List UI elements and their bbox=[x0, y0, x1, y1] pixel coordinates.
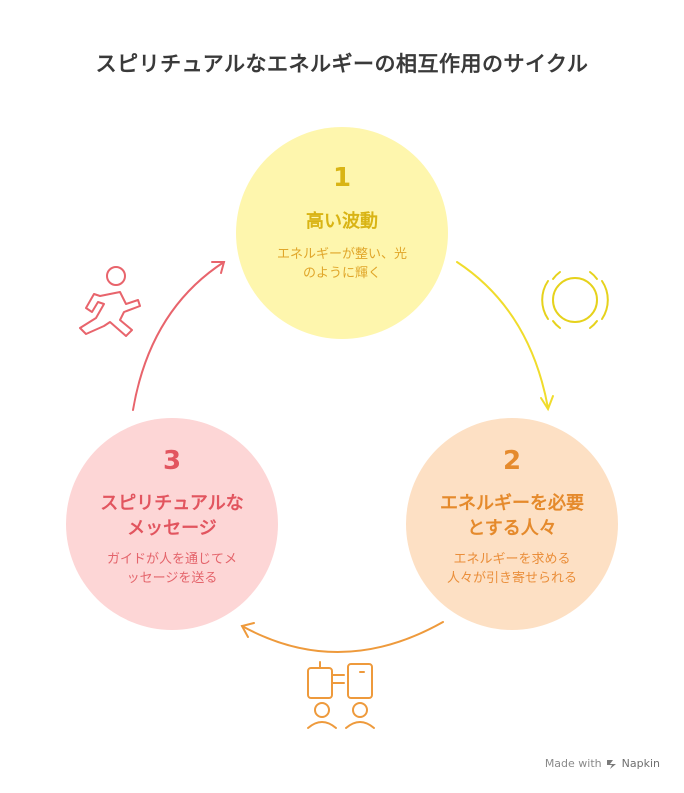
step-1-heading: 高い波動 bbox=[306, 211, 378, 232]
step-2-description-line1: エネルギーを求める bbox=[453, 552, 571, 567]
running-person-icon bbox=[79, 266, 141, 337]
step-3-heading-line2: メッセージ bbox=[127, 518, 217, 539]
arrow-1-to-2 bbox=[456, 261, 554, 412]
step-2-circle: 2 エネルギーを必要 とする人々 エネルギーを求める 人々が引き寄せられる bbox=[406, 418, 618, 630]
step-3-description-line1: ガイドが人を通じてメ bbox=[106, 552, 237, 567]
step-2-heading-line1: エネルギーを必要 bbox=[440, 493, 584, 514]
arrow-2-to-3 bbox=[240, 621, 444, 654]
sun-icon bbox=[541, 271, 609, 329]
step-3-description-line2: ッセージを送る bbox=[126, 571, 218, 586]
napkin-brand-label: Napkin bbox=[621, 757, 660, 770]
step-1-circle: 1 高い波動 エネルギーが整い、光 のように輝く bbox=[236, 127, 448, 339]
step-1-description-line2: のように輝く bbox=[302, 266, 381, 281]
step-2-heading: エネルギーを必要 とする人々 bbox=[416, 491, 608, 541]
step-1-description: エネルギーが整い、光 のように輝く bbox=[254, 245, 430, 283]
step-3-circle: 3 スピリチュアルな メッセージ ガイドが人を通じてメ ッセージを送る bbox=[66, 418, 278, 630]
people-plug-icon bbox=[307, 661, 375, 729]
napkin-logo-icon bbox=[606, 759, 616, 769]
page-title: スピリチュアルなエネルギーの相互作用のサイクル bbox=[95, 52, 589, 76]
step-3-heading-line1: スピリチュアルな bbox=[100, 493, 244, 514]
step-2-number: 2 bbox=[502, 446, 522, 476]
step-2-heading-line2: とする人々 bbox=[467, 518, 557, 539]
made-with-napkin-badge[interactable]: Made with Napkin bbox=[545, 757, 660, 770]
step-1-number: 1 bbox=[332, 163, 352, 193]
step-2-description: エネルギーを求める 人々が引き寄せられる bbox=[424, 550, 600, 588]
arrow-3-to-1 bbox=[132, 261, 226, 411]
step-3-number: 3 bbox=[162, 446, 182, 476]
step-3-description: ガイドが人を通じてメ ッセージを送る bbox=[84, 550, 260, 588]
made-with-label: Made with bbox=[544, 757, 602, 770]
step-2-description-line2: 人々が引き寄せられる bbox=[446, 571, 577, 586]
step-1-description-line1: エネルギーが整い、光 bbox=[276, 247, 407, 262]
step-3-heading: スピリチュアルな メッセージ bbox=[76, 491, 268, 541]
